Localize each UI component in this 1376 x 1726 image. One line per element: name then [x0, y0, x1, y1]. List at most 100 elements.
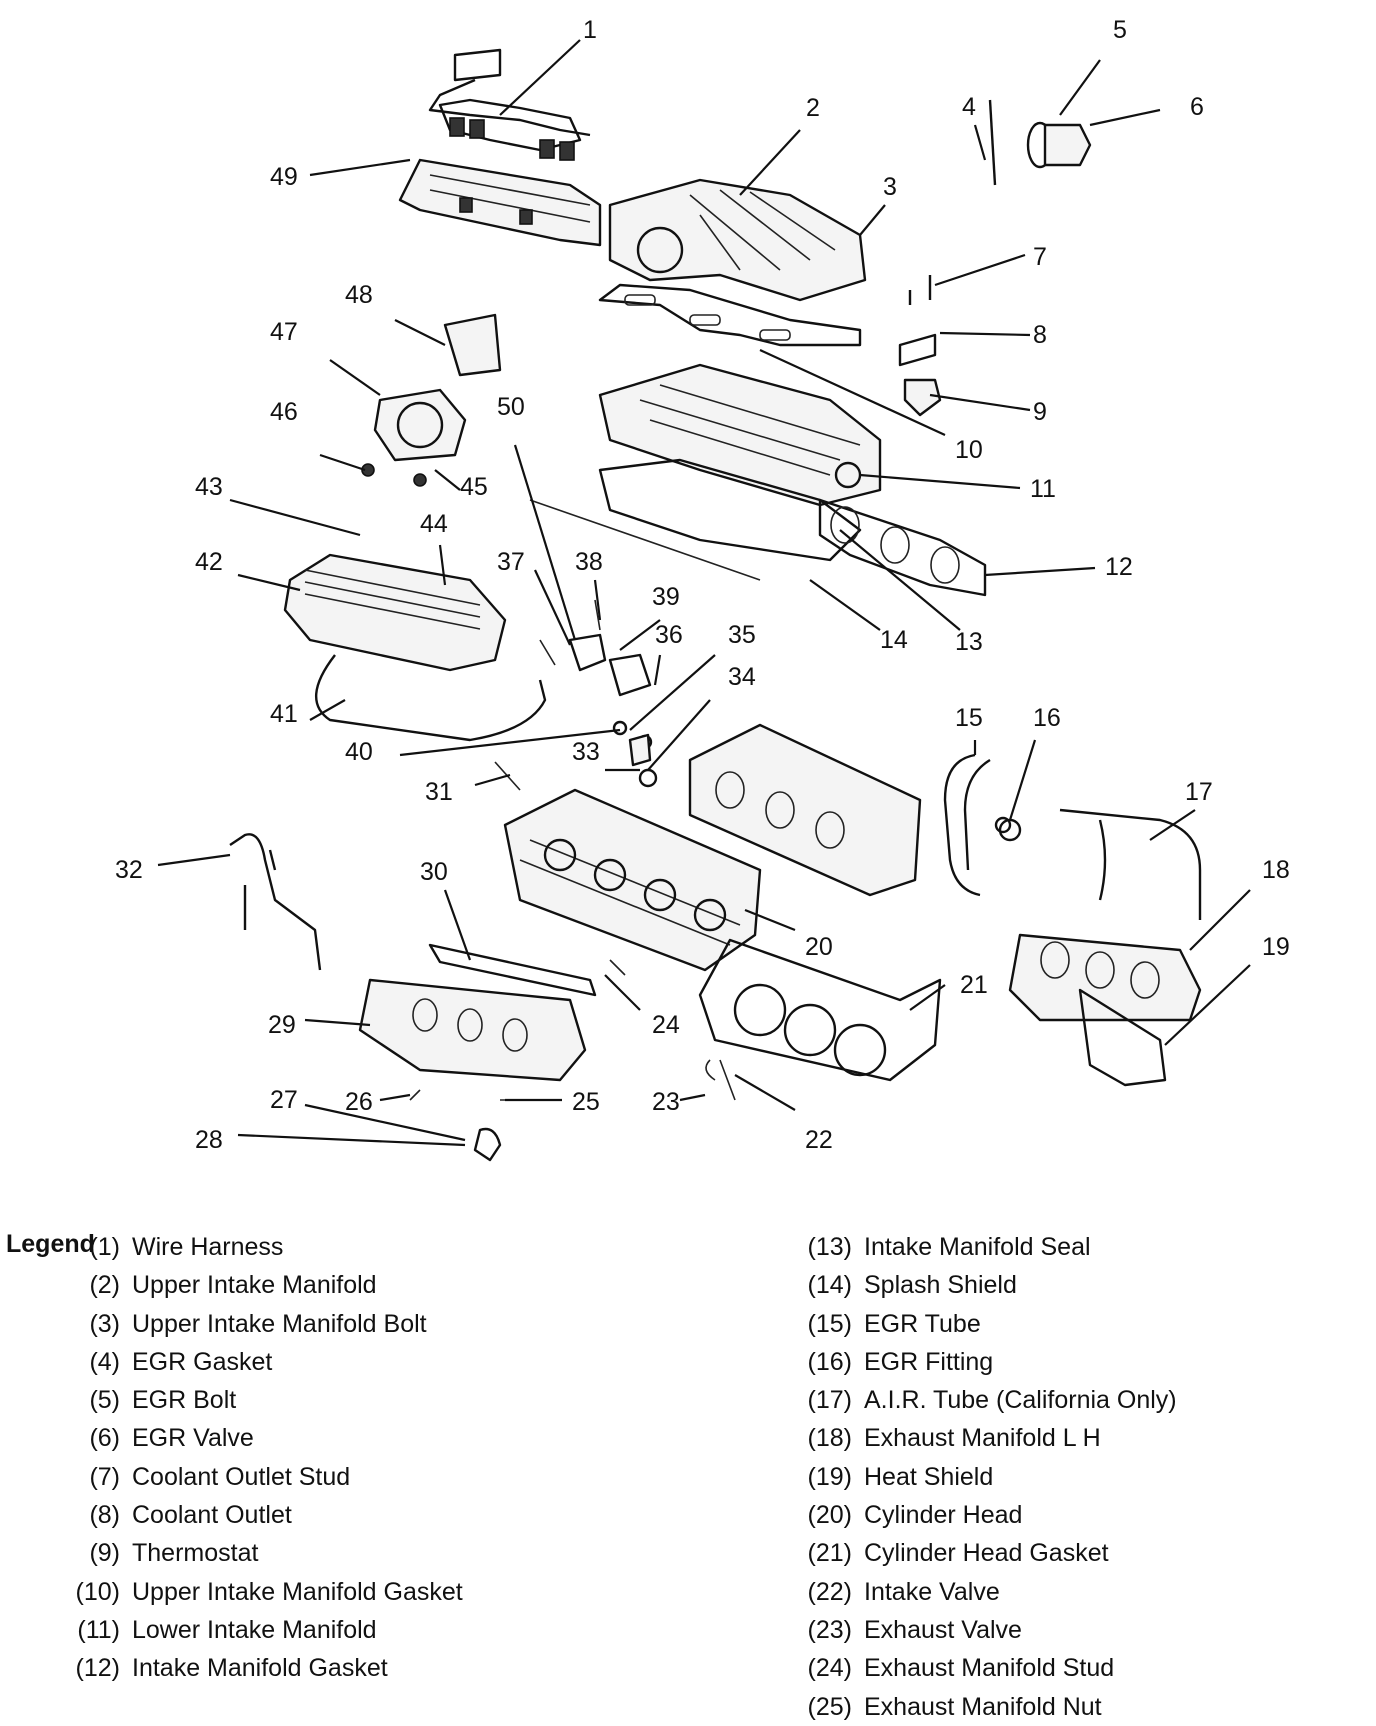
legend-item-label: EGR Fitting: [864, 1347, 994, 1376]
heat-shield-part: [1078, 988, 1167, 1087]
callout-20: 20: [805, 933, 833, 961]
callout-31: 31: [425, 778, 453, 806]
callout-18: 18: [1262, 856, 1290, 884]
legend-item-number: (9): [89, 1539, 120, 1568]
legend-item: (24) Exhaust Manifold Stud: [790, 1649, 1177, 1687]
legend-item: (14)Splash Shield: [790, 1266, 1177, 1304]
legend-item: (17)A.I.R. Tube (California Only): [790, 1381, 1177, 1419]
legend-item: (3) Upper Intake Manifold Bolt: [50, 1305, 463, 1343]
legend-item-label: Exhaust Manifold Stud: [864, 1654, 1115, 1683]
callout-11: 11: [1030, 475, 1056, 503]
cylinder-head-gasket-part: [698, 938, 942, 1082]
legend-item-number: (22): [807, 1577, 852, 1606]
callout-17: 17: [1185, 778, 1213, 806]
fuel-rail-part: [398, 158, 602, 247]
legend-item-label: A.I.R. Tube (California Only): [864, 1386, 1177, 1415]
legend-item-number: (18): [807, 1424, 852, 1453]
legend-item: (12) Intake Manifold Gasket: [50, 1649, 463, 1687]
callout-7: 7: [1033, 243, 1047, 271]
callout-37: 37: [497, 548, 525, 576]
exhaust-manifold-right-part: [1008, 933, 1202, 1022]
legend-item: (7)Coolant Outlet Stud: [50, 1458, 463, 1496]
legend-item: (19)Heat Shield: [790, 1458, 1177, 1496]
callout-30: 30: [420, 858, 448, 886]
exhaust-manifold-left-part: [358, 978, 587, 1082]
callout-4: 4: [962, 93, 976, 121]
legend-item: (1)Wire Harness: [50, 1228, 463, 1266]
legend-item-number: (3): [89, 1309, 120, 1338]
leader-lines: [157, 39, 1251, 1147]
wire-harness-part: [428, 48, 591, 161]
legend-item-number: (5): [89, 1386, 120, 1415]
legend-item: (6)EGR Valve: [50, 1419, 463, 1457]
callout-13: 13: [955, 628, 983, 656]
legend-item-label: Intake Valve: [864, 1577, 1000, 1606]
callout-2: 2: [806, 94, 820, 122]
callout-47: 47: [270, 318, 298, 346]
legend-item-number: (7): [89, 1462, 120, 1491]
callout-19: 19: [1262, 933, 1290, 961]
legend-item: (22) Intake Valve: [790, 1573, 1177, 1611]
callout-9: 9: [1033, 398, 1047, 426]
legend-item-number: (15): [807, 1309, 852, 1338]
callout-labels: 1 2 3 4 5 6 7 8 9 10 11 12 13 14 15 16 1…: [115, 16, 1290, 1154]
callout-10: 10: [955, 436, 983, 464]
callout-15: 15: [955, 704, 983, 732]
legend-item-label: Cylinder Head: [864, 1501, 1023, 1530]
legend-item-label: Thermostat: [132, 1539, 259, 1568]
callout-25: 25: [572, 1088, 600, 1116]
callout-29: 29: [268, 1011, 296, 1039]
callout-40: 40: [345, 738, 373, 766]
legend-item: (25) Exhaust Manifold Nut: [790, 1688, 1177, 1726]
callout-6: 6: [1190, 93, 1204, 121]
legend-item-label: Intake Manifold Gasket: [132, 1654, 388, 1683]
callout-27: 27: [270, 1086, 298, 1114]
callout-39: 39: [652, 583, 680, 611]
callout-26: 26: [345, 1088, 373, 1116]
callout-42: 42: [195, 548, 223, 576]
legend-item: (5)EGR Bolt: [50, 1381, 463, 1419]
legend-item: (15) EGR Tube: [790, 1305, 1177, 1343]
cylinder-head-right-part: [688, 723, 922, 897]
legend-item-label: Upper Intake Manifold: [132, 1271, 377, 1300]
legend-item-number: (12): [75, 1654, 120, 1683]
legend-column-right: (13)Intake Manifold Seal (14)Splash Shie…: [790, 1228, 1177, 1726]
callout-38: 38: [575, 548, 603, 576]
legend-item-number: (24): [807, 1654, 852, 1683]
legend-item: (21)Cylinder Head Gasket: [790, 1534, 1177, 1572]
callout-16: 16: [1033, 704, 1061, 732]
legend-item-label: Coolant Outlet: [132, 1501, 292, 1530]
legend-item: (20)Cylinder Head: [790, 1496, 1177, 1534]
callout-1: 1: [583, 16, 597, 44]
legend-item-number: (6): [89, 1424, 120, 1453]
callout-48: 48: [345, 281, 373, 309]
callout-35: 35: [728, 621, 756, 649]
legend-item-label: Lower Intake Manifold: [132, 1615, 377, 1644]
legend-item-number: (25): [807, 1692, 852, 1721]
cylinder-head-part: [503, 788, 762, 972]
legend: Legend (1)Wire Harness (2) Upper Intake M…: [0, 1200, 1376, 1721]
callout-28: 28: [195, 1126, 223, 1154]
legend-item-label: Splash Shield: [864, 1271, 1017, 1300]
legend-item-label: Exhaust Manifold Nut: [864, 1692, 1102, 1721]
legend-item: (11)Lower Intake Manifold: [50, 1611, 463, 1649]
legend-item-label: Upper Intake Manifold Bolt: [132, 1309, 427, 1338]
legend-title: Legend: [6, 1230, 95, 1258]
legend-item-label: EGR Tube: [864, 1309, 981, 1338]
legend-item-label: Intake Manifold Seal: [864, 1233, 1091, 1261]
legend-item: (18)Exhaust Manifold L H: [790, 1419, 1177, 1457]
legend-item-number: (10): [75, 1577, 120, 1606]
legend-item: (4)EGR Gasket: [50, 1343, 463, 1381]
callout-41: 41: [270, 700, 298, 728]
legend-item-label: Exhaust Valve: [864, 1615, 1022, 1644]
valve-cover-part: [283, 553, 547, 742]
legend-column-left: (1)Wire Harness (2) Upper Intake Manifold…: [50, 1228, 463, 1688]
legend-item: (23)Exhaust Valve: [790, 1611, 1177, 1649]
legend-item-label: Heat Shield: [864, 1462, 994, 1491]
legend-item: (13)Intake Manifold Seal: [790, 1228, 1177, 1266]
legend-item: (16)EGR Fitting: [790, 1343, 1177, 1381]
upper-intake-manifold-part: [608, 178, 867, 302]
callout-8: 8: [1033, 321, 1047, 349]
legend-item-number: (2): [89, 1271, 120, 1300]
legend-item-label: EGR Gasket: [132, 1347, 273, 1376]
